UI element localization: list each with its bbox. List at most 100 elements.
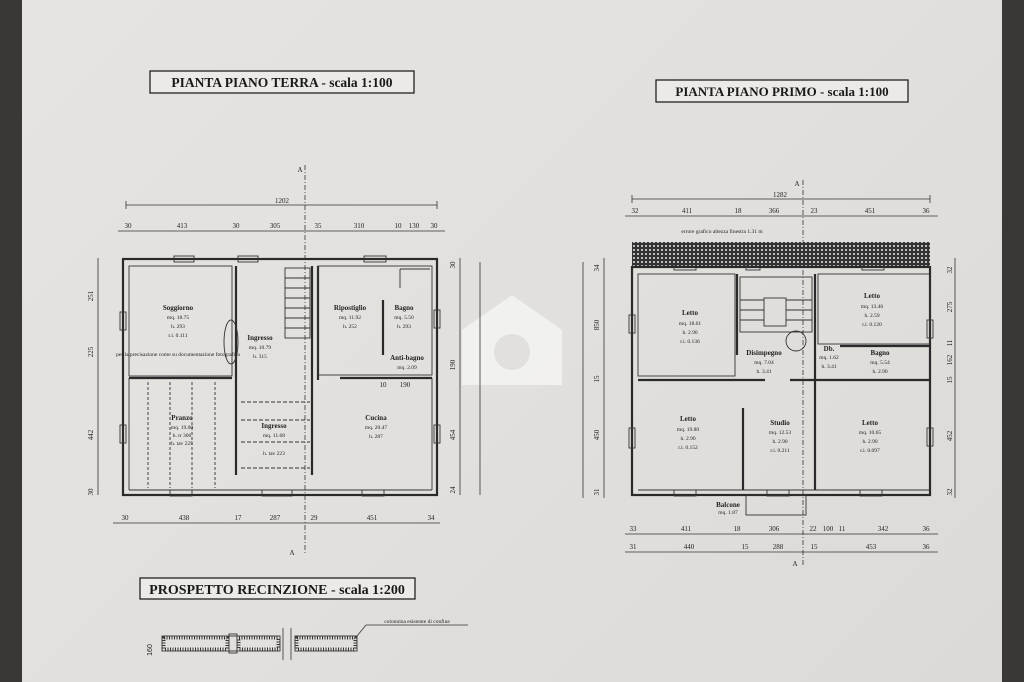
svg-text:h. 293: h. 293 (397, 324, 411, 330)
svg-text:15: 15 (946, 376, 954, 384)
svg-text:31: 31 (593, 488, 601, 496)
svg-text:h. tr 306: h. tr 306 (173, 433, 192, 439)
svg-text:17: 17 (235, 514, 243, 522)
svg-text:450: 450 (593, 429, 601, 440)
svg-text:30: 30 (87, 488, 95, 496)
room-letto-4: Letto mq. 10.65 h. 2.90 r.i. 0.097 (859, 419, 881, 454)
svg-text:A: A (297, 166, 302, 174)
ground-floor-plan: A A 1202 30 413 30 305 35 310 10 130 30 (87, 165, 481, 557)
svg-text:A: A (289, 549, 294, 557)
svg-text:h. 3.41: h. 3.41 (821, 364, 836, 370)
svg-text:32: 32 (946, 488, 954, 496)
svg-text:mq. 20.47: mq. 20.47 (365, 425, 387, 431)
svg-text:342: 342 (878, 525, 889, 533)
room-pranzo: Pranzo mq. 19.00 h. tr 306 h. tav 225 (171, 414, 193, 447)
svg-text:Letto: Letto (862, 419, 878, 427)
room-ingresso-lower: Ingresso mq. 11.68 h. tav 223 (261, 422, 287, 457)
svg-text:PIANTA PIANO PRIMO - scala 1:1: PIANTA PIANO PRIMO - scala 1:100 (675, 84, 888, 99)
svg-text:1202: 1202 (275, 197, 290, 205)
room-letto-2: Letto mq. 13.46 h. 2.59 r.i. 0.120 (861, 292, 883, 328)
svg-text:Letto: Letto (864, 292, 880, 300)
svg-text:453: 453 (866, 543, 877, 551)
svg-text:PROSPETTO RECINZIONE - scala 1: PROSPETTO RECINZIONE - scala 1:200 (149, 583, 405, 598)
svg-text:r.i. 0.097: r.i. 0.097 (860, 448, 880, 454)
svg-text:1282: 1282 (773, 191, 788, 199)
svg-text:r.i. 0.120: r.i. 0.120 (862, 322, 882, 328)
room-cucina: Cucina mq. 20.47 h. 287 (365, 414, 387, 440)
room-balcone: Balcone mq. 1.87 (716, 501, 740, 516)
svg-text:Ingresso: Ingresso (261, 422, 287, 430)
first-floor-title: PIANTA PIANO PRIMO - scala 1:100 (655, 79, 909, 103)
svg-text:Ripostiglio: Ripostiglio (334, 304, 367, 312)
svg-text:PIANTA PIANO TERRA - scala 1:1: PIANTA PIANO TERRA - scala 1:100 (171, 75, 392, 90)
svg-text:colonnina esistente di confine: colonnina esistente di confine (384, 618, 450, 625)
svg-text:160: 160 (147, 644, 154, 656)
svg-text:r.i. 0.136: r.i. 0.136 (680, 339, 700, 345)
svg-text:275: 275 (946, 301, 954, 312)
staircase (241, 267, 311, 469)
svg-text:Anti-bagno: Anti-bagno (390, 354, 424, 362)
svg-text:h. 2.90: h. 2.90 (872, 369, 887, 375)
svg-text:mq. 5.54: mq. 5.54 (870, 360, 890, 366)
svg-text:Letto: Letto (680, 415, 696, 423)
svg-text:411: 411 (681, 525, 692, 533)
svg-text:11: 11 (946, 339, 954, 346)
svg-text:36: 36 (923, 543, 931, 551)
svg-text:452: 452 (946, 430, 954, 441)
svg-text:306: 306 (769, 525, 780, 533)
room-disimpegno: Disimpegno mq. 7.04 h. 3.41 (746, 349, 782, 375)
svg-text:h. tav 223: h. tav 223 (263, 451, 285, 457)
svg-text:h. 2.90: h. 2.90 (680, 436, 695, 442)
svg-text:Ingresso: Ingresso (247, 334, 273, 342)
svg-text:mq. 18.61: mq. 18.61 (679, 321, 701, 327)
room-ripostiglio: Ripostiglio mq. 11.92 h. 252 (334, 304, 367, 330)
svg-text:10: 10 (395, 222, 403, 230)
svg-text:r.i. 0.211: r.i. 0.211 (770, 448, 790, 454)
svg-text:h. 2.90: h. 2.90 (862, 439, 877, 445)
svg-text:A: A (792, 560, 797, 568)
svg-text:h. 287: h. 287 (369, 434, 383, 440)
svg-text:mq. 19.00: mq. 19.00 (171, 425, 193, 431)
svg-text:411: 411 (682, 207, 693, 215)
svg-text:34: 34 (593, 264, 601, 272)
svg-text:451: 451 (865, 207, 876, 215)
svg-text:30: 30 (449, 261, 457, 269)
svg-text:h. 2.59: h. 2.59 (864, 313, 879, 319)
staircase (739, 276, 813, 352)
svg-text:251: 251 (87, 290, 95, 301)
room-bagno-first: Bagno mq. 5.54 h. 2.90 (870, 349, 890, 375)
ground-floor-title: PIANTA PIANO TERRA - scala 1:100 (149, 70, 415, 94)
fence-title: PROSPETTO RECINZIONE - scala 1:200 (139, 577, 416, 600)
svg-text:h. 2.90: h. 2.90 (682, 330, 697, 336)
svg-text:Balcone: Balcone (716, 501, 740, 509)
svg-text:36: 36 (923, 207, 931, 215)
svg-text:440: 440 (684, 543, 695, 551)
svg-text:162: 162 (946, 354, 954, 365)
svg-text:Bagno: Bagno (870, 349, 890, 357)
svg-text:mq. 18.75: mq. 18.75 (167, 315, 189, 321)
svg-text:288: 288 (773, 543, 784, 551)
svg-text:454: 454 (449, 429, 457, 440)
watermark-logo (462, 295, 562, 385)
room-ingresso-upper: Ingresso mq. 10.79 h. 315 (247, 334, 273, 360)
svg-text:18: 18 (735, 207, 743, 215)
svg-text:31: 31 (630, 543, 638, 551)
svg-text:h. tav 225: h. tav 225 (171, 441, 193, 447)
svg-text:h. 3.41: h. 3.41 (756, 369, 771, 375)
svg-text:32: 32 (946, 266, 954, 274)
svg-text:h. 252: h. 252 (343, 324, 357, 330)
fence-elevation: 160 colonnina esistente di confine (147, 618, 468, 660)
svg-text:A: A (794, 180, 799, 188)
svg-text:34: 34 (428, 514, 436, 522)
svg-text:23: 23 (811, 207, 819, 215)
roof-hatch (632, 242, 930, 267)
svg-text:Pranzo: Pranzo (171, 414, 193, 422)
svg-text:mq. 19.80: mq. 19.80 (677, 427, 699, 433)
first-floor-plan: A A 1282 32 411 18 366 23 451 36 errore … (582, 180, 956, 568)
room-letto-3: Letto mq. 19.80 h. 2.90 r.i. 0.152 (677, 415, 699, 451)
svg-text:15: 15 (593, 375, 601, 383)
svg-text:mq. 10.79: mq. 10.79 (249, 345, 271, 351)
svg-text:225: 225 (87, 346, 95, 357)
svg-text:30: 30 (125, 222, 133, 230)
